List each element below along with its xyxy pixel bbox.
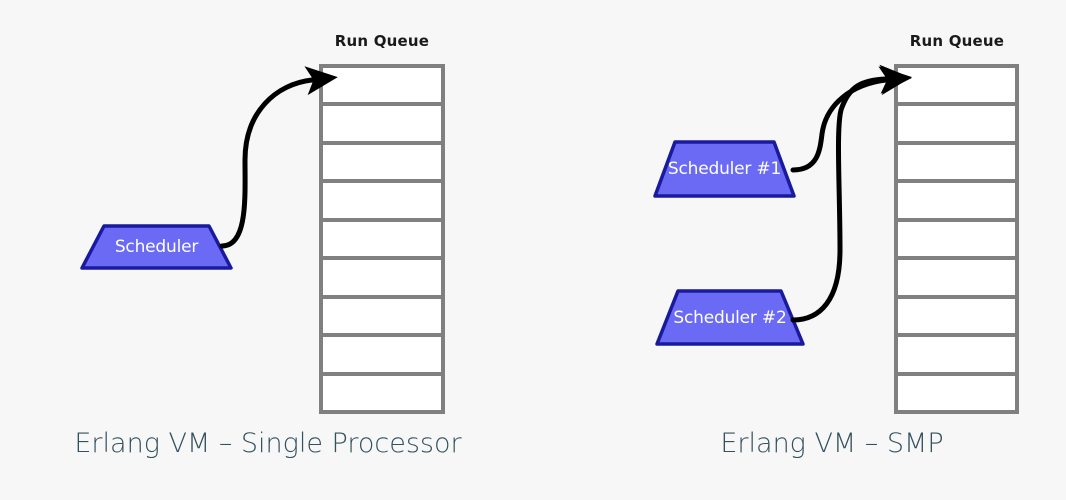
queue-cell [323,144,441,180]
panel-single-processor: Run Queue Scheduler Erlang VM – Single P… [74,32,462,459]
queue-cell [898,260,1015,295]
run-queue-single [319,64,445,414]
queue-cell [898,144,1015,180]
queue-cell [898,68,1015,103]
queue-cell [323,337,441,372]
queue-cell [898,298,1015,334]
run-queue-smp [894,64,1019,414]
queue-cell [898,375,1015,410]
run-queue-label: Run Queue [334,32,430,50]
queue-cell [323,260,441,295]
queue-cell [898,106,1015,141]
panel-caption-smp: Erlang VM – SMP [720,428,944,459]
scheduler-shape-single[interactable]: Scheduler [80,224,233,270]
queue-cell [898,221,1015,257]
trapezoid-icon [653,140,796,198]
scheduler-shape-1[interactable]: Scheduler #1 [653,140,796,198]
queue-cell [323,183,441,218]
run-queue-label: Run Queue [909,32,1005,50]
trapezoid-icon [80,224,233,270]
queue-cell [898,337,1015,372]
queue-cell [323,221,441,257]
panel-smp: Run Queue Scheduler #1 Scheduler #2 [533,0,1066,500]
trapezoid-icon [655,289,805,346]
panel-caption-single: Erlang VM – Single Processor [74,428,462,459]
queue-cell [898,183,1015,218]
queue-cell [323,68,441,103]
queue-cell [323,298,441,334]
queue-cell [323,106,441,141]
queue-cell [323,375,441,410]
scheduler-shape-2[interactable]: Scheduler #2 [655,289,805,346]
